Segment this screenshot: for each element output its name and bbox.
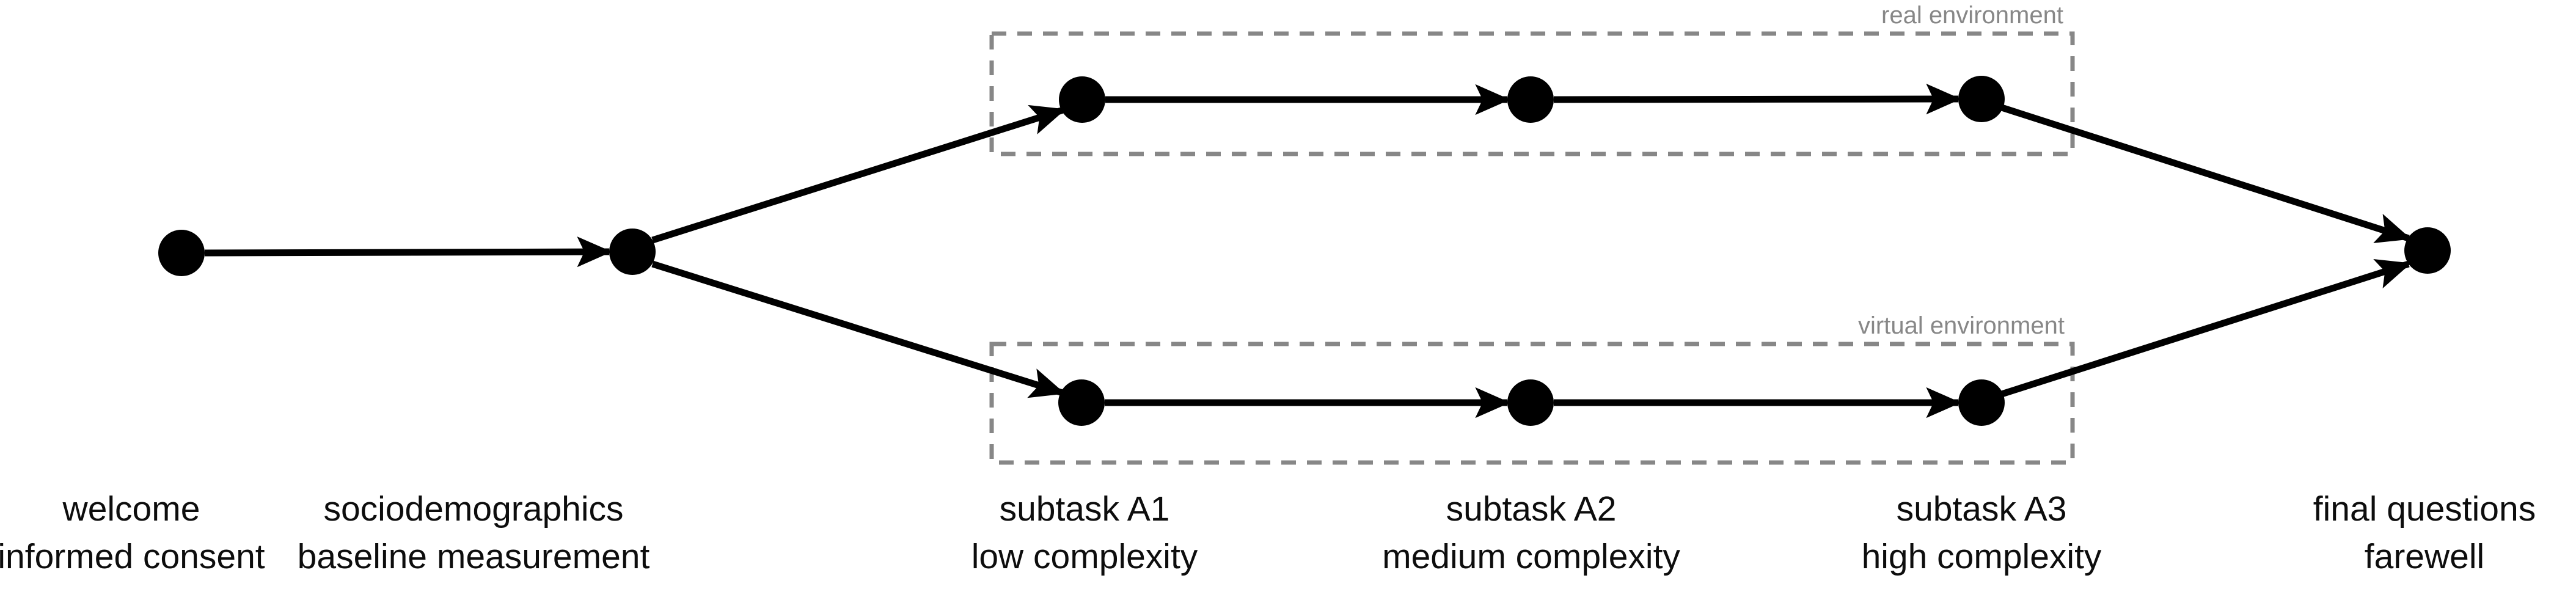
node-virtual-subtask-a2[interactable] xyxy=(1507,379,1554,426)
node-real-subtask-a1[interactable] xyxy=(1059,76,1105,123)
node-real-subtask-a3[interactable] xyxy=(1958,76,2005,122)
stage-label-subtask-a2-line1: subtask A2 xyxy=(1446,489,1617,529)
edge-welcome-to-sociodemographics xyxy=(204,236,612,268)
stage-label-subtask-a1: subtask A1 low complexity xyxy=(971,486,1198,580)
stage-label-subtask-a3-line2: high complexity xyxy=(1861,536,2102,576)
edge-sociodemographics-to-real-a1 xyxy=(651,104,1066,244)
group-box-real-environment xyxy=(989,31,2075,156)
stage-label-final-questions-line1: final questions xyxy=(2313,489,2536,529)
stage-label-final-questions-line2: farewell xyxy=(2364,536,2485,576)
node-sociodemographics[interactable] xyxy=(609,229,656,275)
stage-label-subtask-a1-line1: subtask A1 xyxy=(999,489,1170,529)
stage-label-welcome: welcome informed consent xyxy=(0,486,265,580)
edge-virtual-a3-to-final xyxy=(2000,259,2412,398)
node-virtual-subtask-a1[interactable] xyxy=(1058,379,1105,426)
stage-label-sociodemographics: sociodemographics baseline measurement xyxy=(298,486,650,580)
edges xyxy=(204,83,2412,419)
node-final-questions[interactable] xyxy=(2404,227,2451,274)
stage-label-welcome-line1: welcome xyxy=(62,489,200,529)
node-virtual-subtask-a3[interactable] xyxy=(1958,379,2005,426)
stage-label-subtask-a2: subtask A2 medium complexity xyxy=(1382,486,1680,580)
group-label-real-environment: real environment xyxy=(1881,2,2063,29)
stage-label-sociodemographics-line2: baseline measurement xyxy=(297,536,650,576)
stage-label-subtask-a2-line2: medium complexity xyxy=(1382,536,1680,576)
stage-label-welcome-line2: informed consent xyxy=(0,536,265,576)
stage-label-subtask-a3: subtask A3 high complexity xyxy=(1862,486,2102,580)
group-box-virtual-environment xyxy=(989,342,2075,465)
edge-real-a2-to-real-a3 xyxy=(1553,83,1961,115)
stage-label-final-questions: final questions farewell xyxy=(2313,486,2536,580)
group-label-virtual-environment: virtual environment xyxy=(1858,312,2065,339)
edge-real-a3-to-final xyxy=(2000,104,2412,243)
nodes xyxy=(158,76,2451,426)
edge-sociodemographics-to-virtual-a1 xyxy=(651,260,1066,398)
stage-label-subtask-a1-line2: low complexity xyxy=(971,536,1198,576)
stage-label-subtask-a3-line1: subtask A3 xyxy=(1896,489,2067,529)
stage-label-sociodemographics-line1: sociodemographics xyxy=(323,489,624,529)
node-welcome[interactable] xyxy=(158,230,205,276)
group-boxes xyxy=(989,31,2075,465)
node-real-subtask-a2[interactable] xyxy=(1507,76,1554,123)
